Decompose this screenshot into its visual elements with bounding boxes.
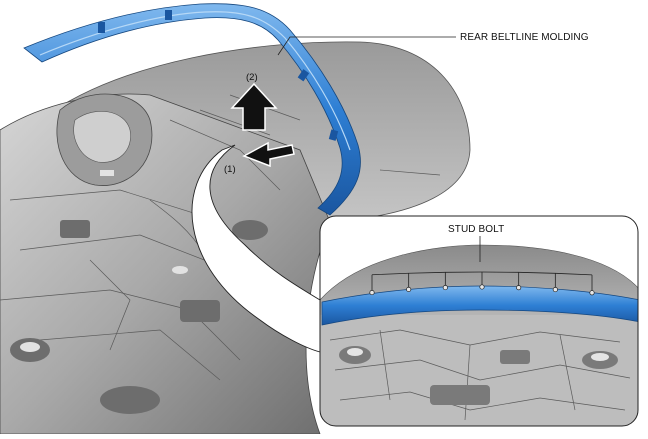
step-1-label: (1) xyxy=(224,164,236,175)
stud-bolt xyxy=(479,284,485,290)
stud-bolt-detail-inset: STUD BOLT xyxy=(319,215,639,427)
stud-bolt xyxy=(516,285,522,291)
inset-molding xyxy=(321,285,638,326)
stud-bolt-markers xyxy=(369,272,595,296)
rear-beltline-molding xyxy=(23,3,361,216)
body-highlights xyxy=(20,170,188,352)
stud-bolt xyxy=(369,290,375,296)
arrow-left-icon xyxy=(242,141,295,168)
arrow-up-icon xyxy=(230,82,278,131)
stud-bolt xyxy=(442,285,448,291)
detail-callout-bracket xyxy=(371,271,593,276)
rear-body-structure xyxy=(0,93,331,435)
body-recesses xyxy=(10,220,268,414)
vehicle-rear-body xyxy=(0,41,471,435)
detail-callout-label: STUD BOLT xyxy=(448,224,504,235)
part-name-leader xyxy=(277,36,456,56)
stud-bolt xyxy=(589,290,595,296)
stud-bolt xyxy=(552,287,558,293)
panel-detail-lines xyxy=(0,94,441,381)
part-name-label: REAR BELTLINE MOLDING xyxy=(460,32,589,43)
step-2-label: (2) xyxy=(246,72,258,83)
molding-clips xyxy=(98,10,339,141)
stud-bolt xyxy=(406,286,412,293)
